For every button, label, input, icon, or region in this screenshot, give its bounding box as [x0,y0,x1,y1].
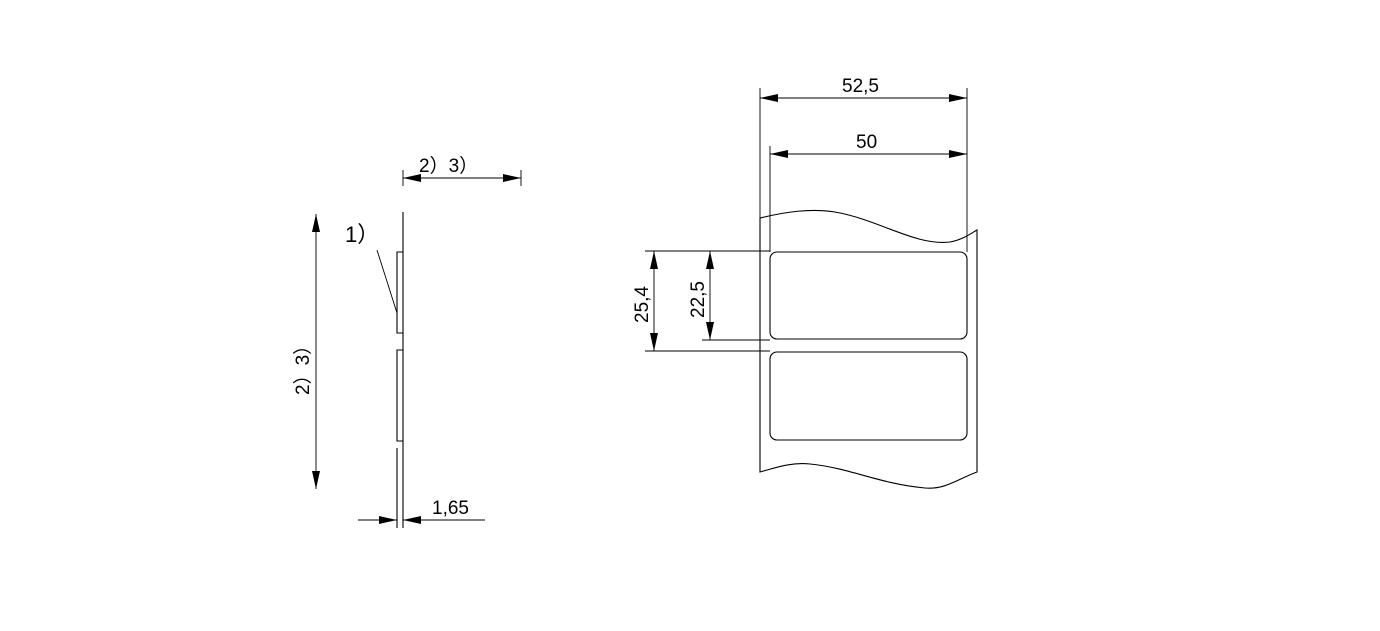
top-dimension-arrow-right [503,174,521,182]
callout-label: 1） [345,222,379,247]
label-lower [769,351,968,441]
thickness-arrow-right [403,516,421,524]
pitch-text: 25,4 [632,286,653,323]
height-dimension-arrow-top [312,214,320,232]
label-width-arrow-left [770,150,788,158]
label-upper [769,251,968,340]
label-profile-upper [396,251,403,334]
height-dimension-text: 2）3） [292,336,314,395]
outer-width-text: 52,5 [842,76,879,97]
label-profile-lower [396,349,403,442]
pitch-arrow-top [650,251,658,269]
thickness-arrow-left [379,516,397,524]
label-height-arrow-top [706,251,714,269]
side-view: 1） 2）3） 2）3） 1,65 [292,155,522,528]
height-dimension-arrow-bottom [312,471,320,489]
front-view: 52,5 50 25,4 22,5 [632,76,978,489]
outer-width-arrow-left [760,94,778,102]
top-dimension-text: 2）3） [419,155,478,177]
outer-width-arrow-right [949,94,967,102]
thickness-dimension-text: 1,65 [432,498,469,519]
top-dimension-arrow-left [403,174,421,182]
label-width-text: 50 [856,132,877,153]
callout-leader [376,249,398,314]
label-width-arrow-right [949,150,967,158]
pitch-arrow-bottom [650,333,658,351]
liner-web [759,209,978,489]
label-height-text: 22,5 [688,281,709,318]
label-height-arrow-bottom [706,322,714,340]
